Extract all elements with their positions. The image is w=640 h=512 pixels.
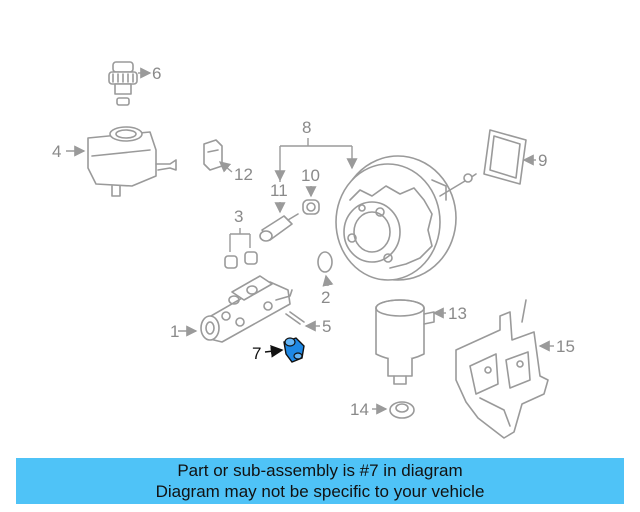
part-2-o-ring: 2 [317,251,334,307]
part-5-pin: 5 [285,311,331,336]
callout-3: 3 [234,207,243,226]
callout-1: 1 [170,322,179,341]
brake-booster [335,155,477,281]
callout-2: 2 [321,288,330,307]
banner-background [16,458,624,504]
callout-11: 11 [270,181,288,200]
callout-6: 6 [152,64,161,83]
callout-8: 8 [302,118,311,137]
part-7-highlighted: 7 [252,337,305,363]
callout-4: 4 [52,142,61,161]
part-4-fluid-reservoir: 4 [52,126,177,197]
callout-5: 5 [322,317,331,336]
callout-15: 15 [556,337,575,356]
part-10-grommet: 10 [301,166,320,215]
callout-12: 12 [234,165,253,184]
part-14-grommet: 14 [350,400,415,419]
callout-8-group: 8 [274,118,358,182]
banner-line-1: Part or sub-assembly is #7 in diagram [177,461,463,480]
part-9-gasket: 9 [483,129,547,185]
callout-13: 13 [448,304,467,323]
banner-line-2: Diagram may not be specific to your vehi… [155,482,485,501]
part-1-master-cylinder: 1 [170,275,293,343]
callout-7: 7 [252,344,261,363]
part-13-vacuum-pump: 13 [375,299,467,385]
callout-9: 9 [538,151,547,170]
part-12-bracket: 12 [203,139,253,184]
callout-10: 10 [301,166,320,185]
part-15-bracket: 15 [455,299,575,439]
info-banner: Part or sub-assembly is #7 in diagram Di… [16,458,624,504]
part-3-caps: 3 [224,207,258,269]
part-11-vacuum-sensor: 11 [259,181,299,242]
part-6-reservoir-cap: 6 [108,61,161,106]
callout-14: 14 [350,400,369,419]
